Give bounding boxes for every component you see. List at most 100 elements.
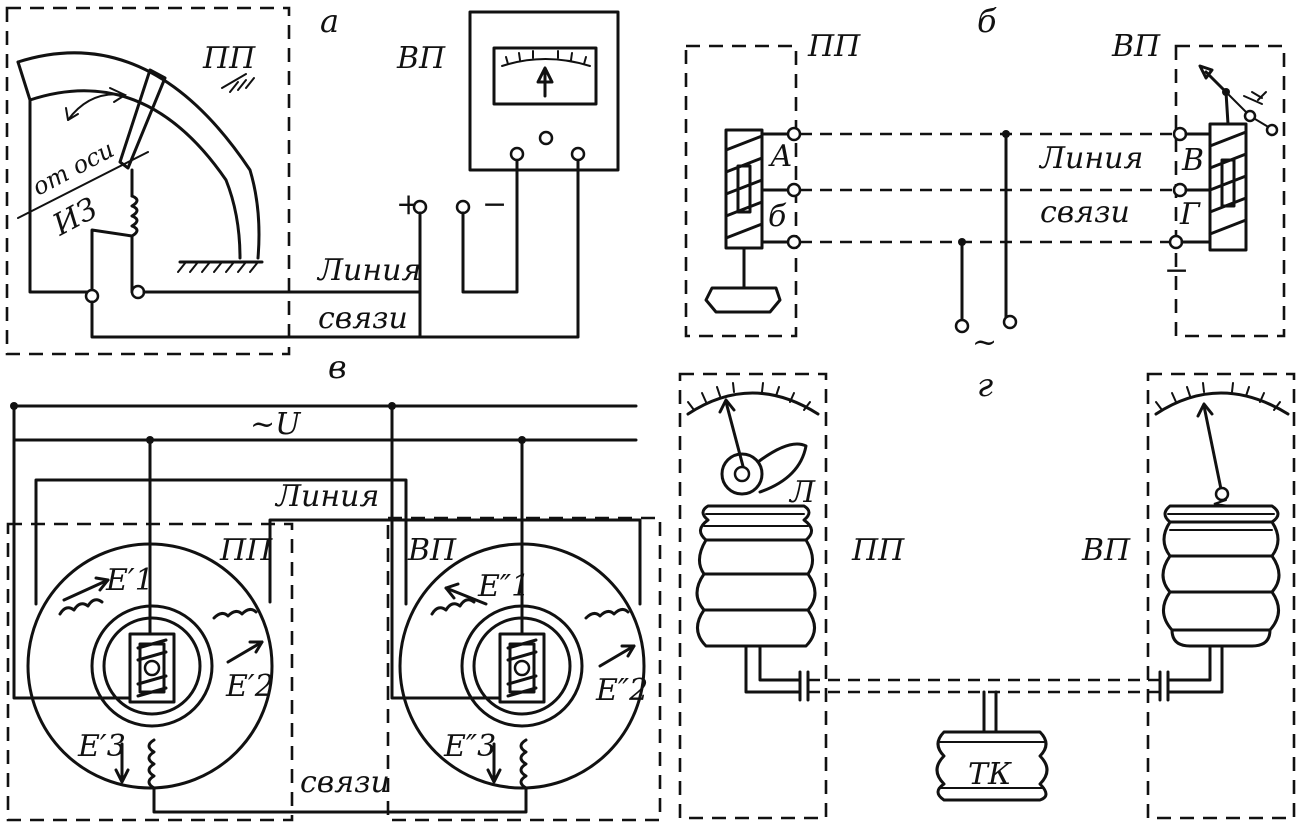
pp-label-a: ПП (202, 41, 256, 76)
transmitter-rotor-axis (143, 659, 161, 677)
terminal-b-g1 (1172, 182, 1188, 198)
terminal-a1 (84, 288, 100, 304)
link-wire-a-bottom (90, 158, 580, 339)
receiver-pointer-g (1202, 404, 1224, 496)
ac-label-b: ~ (972, 325, 997, 360)
label-A: А (768, 139, 793, 174)
phase1-winding (58, 598, 104, 616)
terminal-b-v (1172, 126, 1188, 142)
transmitter-bellows-fold-1 (698, 538, 814, 576)
minus-terminal (455, 199, 471, 215)
transmitter-capillary (744, 644, 802, 694)
transmitter-bellows-top (699, 504, 813, 542)
vp-label-b: ВП (1111, 29, 1161, 64)
comm-label-a: связи (318, 301, 408, 336)
transmitter-pointer-tip-g (718, 398, 736, 414)
meter-case (468, 10, 620, 172)
contact-arm (118, 68, 167, 170)
receiver-bellows-fold-1 (1162, 520, 1280, 558)
ac-terminal-2 (1002, 314, 1018, 330)
transmitter-rotor-core (128, 632, 176, 704)
ground-symbol-b (1243, 91, 1267, 105)
transmitter-scale-g (686, 391, 820, 416)
line-label-b: Линия (1038, 141, 1143, 176)
meter-knob (538, 130, 554, 146)
transmitter-bellows-fold-2 (695, 572, 817, 612)
comm-label-b: связи (1040, 195, 1130, 230)
coil-leads (90, 228, 134, 294)
receiver-rotor-axis (513, 659, 531, 677)
receiver-bellows-fold-3 (1162, 590, 1280, 632)
panel-b: б ПП ВП А б Линия связи ~ В Г (684, 2, 1286, 360)
receiver-taps (1180, 132, 1212, 244)
label-e3b: E″3 (443, 729, 496, 764)
coil-winding-a (130, 194, 139, 238)
transmitter-taps (760, 132, 792, 244)
phase2-winding (212, 607, 258, 620)
arrow-e1b (444, 586, 488, 606)
frame-left (28, 98, 94, 294)
arrow-e2 (226, 640, 264, 664)
label-b-lower: б (768, 199, 787, 234)
minus-label: − (482, 187, 507, 222)
panel-v: в ~U Линия связи ПП ВП (6, 348, 662, 822)
ac-feed-wires (960, 132, 1008, 324)
spring-node-1 (1243, 109, 1257, 123)
meter-needle (536, 66, 554, 98)
label-e2b: E″2 (595, 673, 648, 708)
axis-line (17, 151, 149, 219)
comm-label-v: связи (300, 765, 390, 800)
label-tk: ТК (968, 757, 1012, 792)
ac-terminal-1 (954, 318, 970, 334)
receiver-winding (1208, 130, 1248, 236)
transmitter-capacitor (798, 670, 810, 702)
panel-v-letter: в (328, 348, 347, 386)
meter-window (492, 46, 598, 106)
panel-b-letter: б (977, 2, 997, 40)
receiver-pointer-pivot (1214, 486, 1230, 502)
link-wire-v-3 (152, 786, 528, 814)
pp-label-g: ПП (851, 533, 905, 568)
terminal-b-g2 (1168, 234, 1184, 250)
meter-terminal-right (570, 146, 586, 162)
terminal-a2 (130, 284, 146, 300)
line-label-a: Линия (316, 253, 421, 288)
arrowhead-e2b (620, 644, 636, 658)
arrowhead-e1 (94, 576, 110, 592)
label-G: Г (1179, 197, 1201, 232)
arrowhead-e3 (114, 768, 130, 784)
ground-hatch-a2 (177, 261, 259, 273)
arrow-e2b (598, 644, 636, 668)
label-e3: E′3 (77, 729, 126, 764)
plus-terminal (412, 199, 428, 215)
terminal-b-c (786, 234, 802, 250)
meter-terminal-left (509, 146, 525, 162)
transmitter-rotor-return (12, 404, 132, 700)
receiver-capillary (1166, 644, 1224, 694)
receiver-rotor-return (390, 404, 502, 700)
receiver-scale-g (1154, 391, 1290, 416)
lever-cam (756, 442, 808, 494)
receiver-scale-ticks-g (1155, 382, 1281, 411)
arrow-e1 (62, 578, 110, 602)
transmitter-rotor-winding (136, 638, 168, 698)
receiver-link-g (1213, 499, 1231, 507)
arc-sector-end (16, 60, 32, 102)
tk-ribs (939, 741, 1045, 789)
transmitter-winding (724, 134, 764, 240)
meter-ticks (505, 50, 587, 65)
label-l: Л (788, 475, 816, 510)
arc-sector-outer (16, 51, 261, 260)
rotation-arrow (67, 93, 126, 121)
pp-label-b: ПП (807, 29, 861, 64)
receiver-box-v (386, 516, 662, 822)
label-e1: E′1 (105, 563, 154, 598)
transmitter-rotor-inner (102, 616, 202, 716)
tk-stem (982, 690, 998, 734)
spring-node-2 (1265, 123, 1279, 137)
cam-wheel (720, 452, 764, 496)
panel-g: г ПП ВП Л ТК (678, 366, 1296, 820)
minus-label-b: − (1164, 253, 1189, 288)
receiver-capacitor (1158, 670, 1170, 702)
